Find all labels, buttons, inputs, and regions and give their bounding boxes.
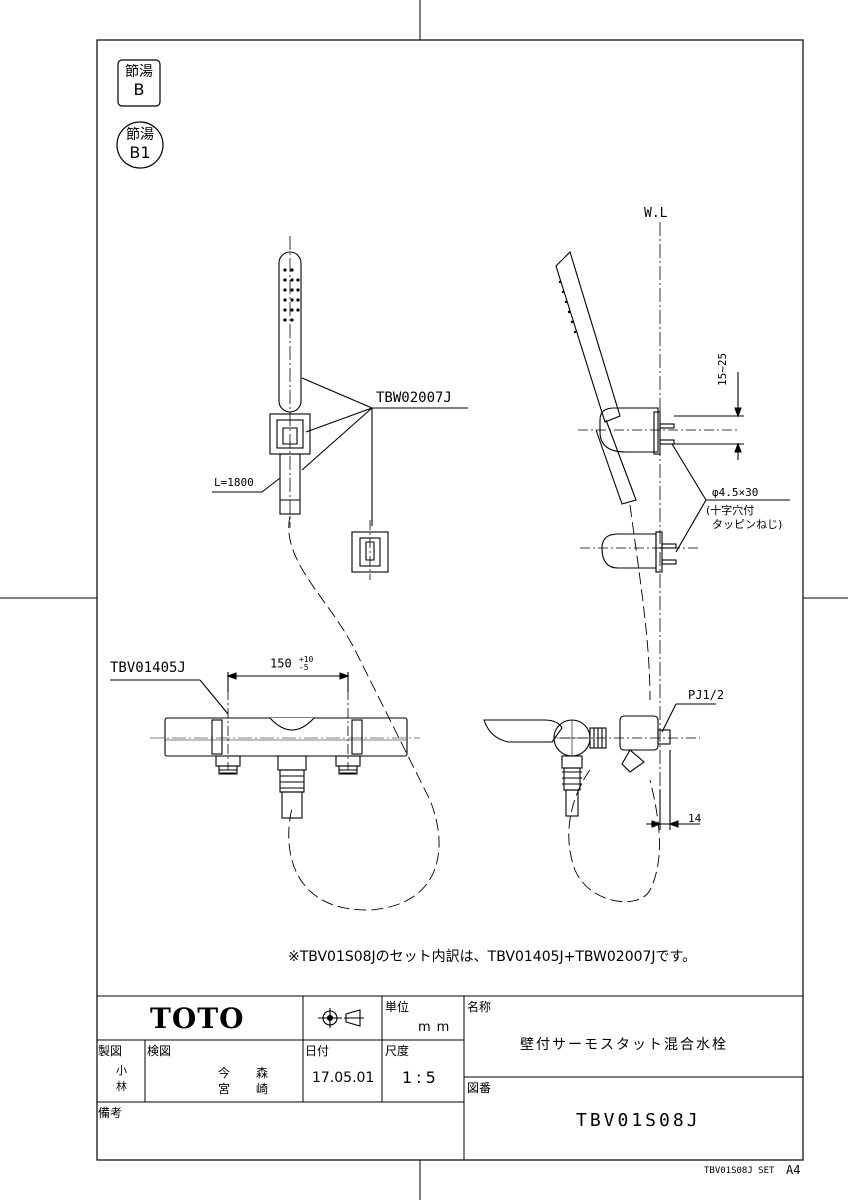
pitch-dimension: 150 +10 -5 (270, 656, 313, 672)
product-name: 壁付サーモスタット混合水栓 (520, 1037, 728, 1053)
offset-range-label: 15~25 (716, 352, 729, 386)
screw-size-label: φ4.5×30 (712, 486, 759, 499)
pitch-plus: +10 (298, 655, 314, 664)
badge-b-line2: B (133, 80, 145, 99)
badge-b1-line1: 節湯 (126, 127, 154, 143)
toto-logo: TOTO (150, 1002, 245, 1035)
checked-label: 検図 (147, 1044, 172, 1058)
footer-paper-size: A4 (786, 1163, 801, 1177)
badge-b-line1: 節湯 (125, 64, 153, 80)
drawing-frame (96, 39, 804, 1161)
wl-label: W.L (644, 206, 668, 221)
side-view (483, 222, 790, 903)
title-block-grid (97, 995, 803, 1160)
date-value: 17.05.01 (312, 1070, 375, 1086)
unit-label: 単位 (385, 1000, 410, 1014)
remarks-label: 備考 (98, 1106, 123, 1120)
name-label: 名称 (467, 1000, 492, 1014)
drawing-no-value: TBV01S08J (576, 1110, 701, 1131)
drawn-value-1: 小 (116, 1064, 127, 1077)
scale-label: 尺度 (385, 1044, 410, 1058)
badge-b1: 節湯 B1 (118, 126, 162, 162)
scale-value: 1:5 (402, 1068, 440, 1087)
drawn-label: 製図 (98, 1044, 123, 1058)
checker-2a: 宮 (218, 1082, 231, 1096)
pipe-thread-label: PJ1/2 (688, 688, 725, 702)
date-label: 日付 (305, 1044, 330, 1058)
projection-label: 14 (688, 812, 702, 825)
drawn-value-2: 林 (116, 1080, 127, 1093)
front-view (110, 236, 468, 911)
hose-length-label: L=1800 (214, 476, 254, 489)
screw-desc-line2: タッピンねじ) (712, 518, 783, 531)
set-note: ※TBV01S08Jのセット内訳は、TBV01405J+TBW02007Jです。 (288, 949, 697, 965)
badge-b: 節湯 B (118, 63, 160, 99)
checker-1a: 今 (218, 1066, 231, 1080)
pitch-minus: -5 (298, 663, 309, 672)
pitch-base: 150 (270, 656, 292, 671)
checker-1b: 森 (256, 1066, 269, 1080)
unit-value: mm (418, 1020, 456, 1035)
projection-symbol (318, 1008, 364, 1028)
badge-b1-frame (116, 121, 164, 169)
checker-2b: 崎 (256, 1082, 269, 1096)
holder-part-label: TBW02007J (376, 390, 452, 406)
badge-b1-line2: B1 (129, 143, 151, 162)
screw-desc-line1: (十字穴付 (706, 504, 755, 517)
drawing-no-label: 図番 (467, 1081, 492, 1095)
footer-set-code: TBV01S08J SET (704, 1166, 775, 1176)
badge-b-frame (117, 59, 161, 107)
valve-part-label: TBV01405J (110, 660, 186, 676)
